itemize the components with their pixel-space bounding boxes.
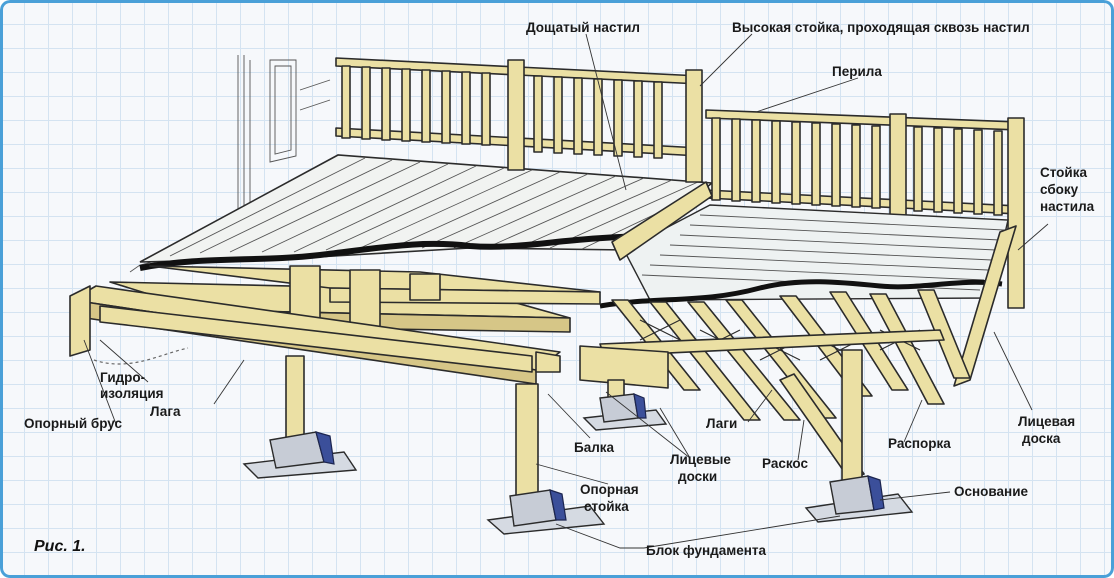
label-tall-post: Высокая стойка, проходящая сквозь настил	[732, 20, 1030, 35]
label-fascia-board-right-line-2: доска	[1022, 431, 1061, 446]
right-deck-fascia-top	[611, 181, 713, 261]
label-joists: Лаги	[706, 416, 738, 431]
label-brace: Раскос	[762, 456, 808, 471]
figure-caption: Рис. 1.	[34, 538, 86, 555]
label-ledger: Опорный брус	[24, 416, 122, 431]
label-blocking: Распорка	[888, 436, 951, 451]
label-waterproofing-line-2: изоляция	[100, 386, 164, 401]
right-railing	[705, 109, 1025, 309]
label-fascia-board-right-line-1: Лицевая	[1018, 414, 1076, 429]
foundation-right	[804, 475, 914, 523]
label-foundation-block: Блок фундамента	[646, 543, 766, 558]
label-support-post-line-2: стойка	[584, 499, 629, 514]
left-deck-surface	[139, 154, 715, 271]
leader-lines	[83, 33, 1049, 549]
label-fascia-boards-line-1: Лицевые	[670, 452, 731, 467]
label-deck-boards: Дощатый настил	[526, 20, 640, 35]
support-post-left	[285, 355, 305, 441]
foundation-left	[242, 431, 358, 479]
house-wall	[129, 55, 331, 273]
waterproofing-strip	[93, 347, 189, 365]
left-fascia-board	[99, 305, 533, 373]
label-base: Основание	[954, 484, 1028, 499]
label-fascia-boards-line-2: доски	[678, 469, 718, 484]
center-post	[841, 349, 863, 483]
label-joist: Лага	[150, 404, 181, 419]
right-side-fascia	[953, 225, 1017, 387]
label-beam: Балка	[574, 440, 615, 455]
right-beam	[579, 345, 669, 389]
left-railing	[335, 57, 703, 183]
ledger-board	[69, 285, 91, 357]
support-post-front	[515, 383, 539, 501]
label-waterproofing-line-1: Гидро-	[100, 370, 146, 385]
right-deck-surface	[599, 204, 1009, 309]
label-side-post-line-2: сбоку	[1040, 182, 1079, 197]
support-post-front-brace	[535, 351, 561, 373]
label-railing: Перила	[832, 64, 882, 79]
label-side-post-line-1: Стойка	[1040, 165, 1087, 180]
foundation-front	[486, 489, 606, 535]
label-support-post-line-1: Опорная	[580, 482, 639, 497]
foundation-middle	[582, 393, 668, 431]
label-side-post-line-3: настила	[1040, 199, 1095, 214]
